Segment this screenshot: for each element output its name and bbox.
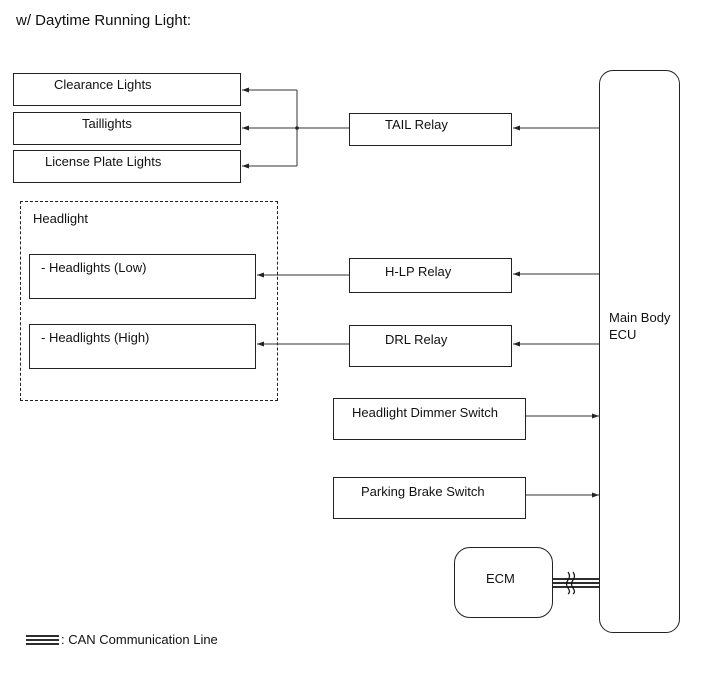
legend-can-line-symbol (26, 635, 59, 645)
clearance-lights-label: Clearance Lights (54, 77, 152, 92)
junction-dot (295, 126, 299, 130)
page-title: w/ Daytime Running Light: (16, 12, 192, 29)
headlight-dimmer-switch-label: Headlight Dimmer Switch (352, 405, 498, 420)
main-body-ecu-box: Main Body ECU (599, 70, 680, 633)
can-line-break-mark (565, 571, 576, 595)
hlp-relay-label: H-LP Relay (385, 264, 452, 279)
tail-relay-label: TAIL Relay (385, 117, 448, 132)
main-body-ecu-label-line2: ECU (609, 327, 637, 342)
drl-relay-label: DRL Relay (385, 332, 448, 347)
can-line-ecm-ecu (553, 578, 599, 588)
hlp-relay-box: H-LP Relay (349, 258, 512, 293)
taillights-label: Taillights (82, 116, 132, 131)
headlights-high-box: - Headlights (High) (29, 324, 256, 369)
tail-relay-box: TAIL Relay (349, 113, 512, 146)
parking-brake-switch-box: Parking Brake Switch (333, 477, 526, 519)
taillights-box: Taillights (13, 112, 241, 145)
headlights-high-label: - Headlights (High) (41, 330, 150, 345)
headlights-low-box: - Headlights (Low) (29, 254, 256, 299)
ecm-label: ECM (486, 571, 515, 586)
ecm-box: ECM (454, 547, 553, 618)
headlight-dimmer-switch-box: Headlight Dimmer Switch (333, 398, 526, 440)
headlights-low-label: - Headlights (Low) (41, 260, 147, 275)
headlight-group: Headlight (20, 201, 278, 401)
main-body-ecu-label-line1: Main Body (609, 310, 671, 325)
license-plate-lights-label: License Plate Lights (45, 154, 162, 169)
parking-brake-switch-label: Parking Brake Switch (361, 484, 485, 499)
legend-can-line-label: : CAN Communication Line (61, 632, 218, 647)
headlight-group-label: Headlight (33, 211, 88, 226)
drl-relay-box: DRL Relay (349, 325, 512, 367)
clearance-lights-box: Clearance Lights (13, 73, 241, 106)
license-plate-lights-box: License Plate Lights (13, 150, 241, 183)
